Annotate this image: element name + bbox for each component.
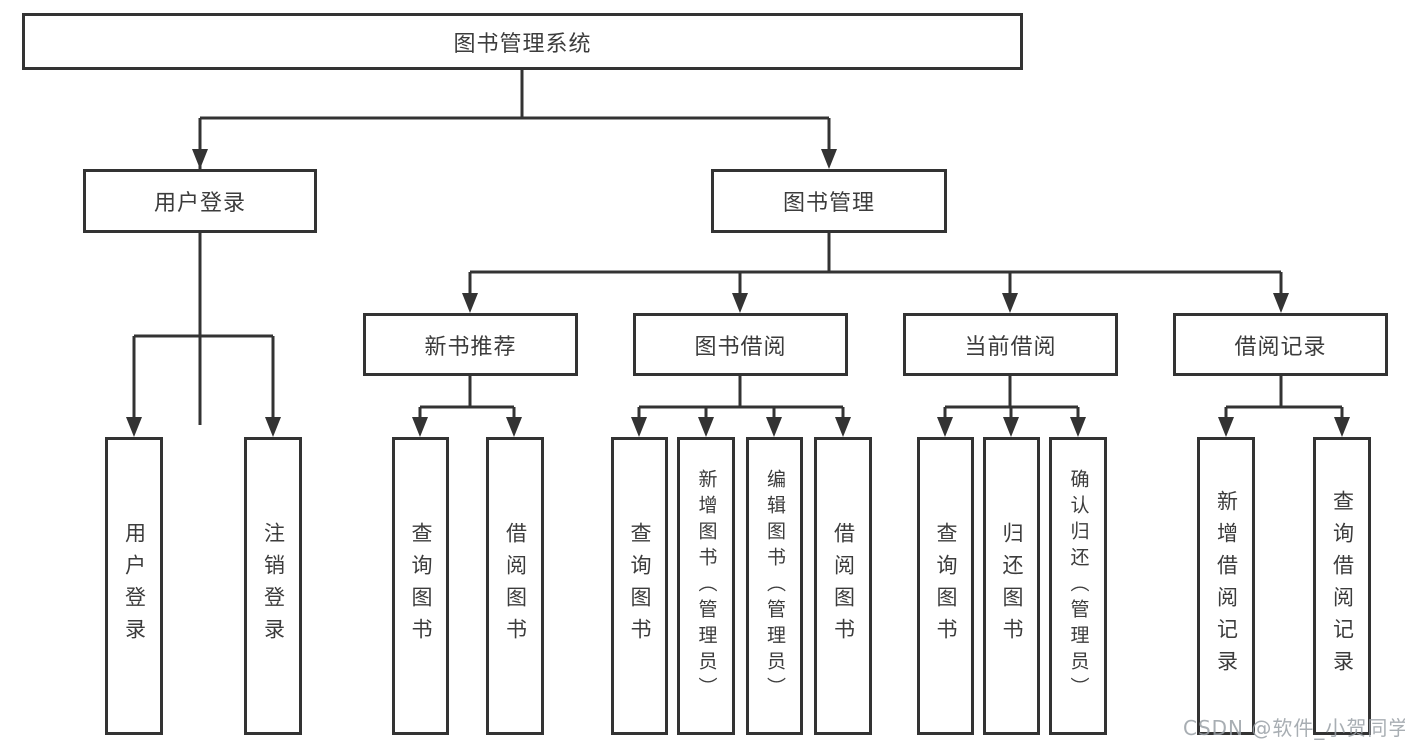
- arrowhead-nb-search: [412, 417, 428, 437]
- arrowhead-borrow-records: [1273, 293, 1289, 313]
- node-leaf-cb-confirm: 确认归还（管理员）: [1049, 437, 1107, 735]
- node-leaf-nb-search: 查询图书: [392, 437, 449, 735]
- node-leaf-bb-add-label: 新增图书（管理员）: [695, 469, 718, 703]
- node-leaf-cb-return-label: 归还图书: [1000, 522, 1024, 650]
- connector-root-to-level2: [192, 70, 837, 425]
- arrowhead-leaf-logout: [265, 417, 281, 437]
- node-leaf-cb-search-label: 查询图书: [934, 522, 958, 650]
- node-root: 图书管理系统: [22, 13, 1023, 70]
- node-book-mgmt-label: 图书管理: [782, 191, 875, 216]
- node-new-book-rec-label: 新书推荐: [424, 334, 517, 360]
- connector-book-mgmt-to-level3: [462, 233, 1289, 313]
- node-leaf-user-login: 用户登录: [105, 437, 163, 735]
- node-leaf-nb-borrow-label: 借阅图书: [503, 522, 528, 650]
- node-user-login-group-label: 用户登录: [153, 191, 246, 216]
- node-book-mgmt: 图书管理: [711, 169, 947, 233]
- arrowhead-leaf-user-login: [126, 417, 142, 437]
- node-leaf-nb-borrow: 借阅图书: [486, 437, 544, 735]
- node-root-label: 图书管理系统: [453, 31, 592, 57]
- arrowhead-cb-confirm: [1070, 417, 1086, 437]
- connector-book-borrow-to-leaves: [631, 376, 851, 437]
- node-leaf-br-search: 查询借阅记录: [1313, 437, 1371, 735]
- node-current-borrow: 当前借阅: [903, 313, 1118, 376]
- node-leaf-bb-borrow-label: 借阅图书: [831, 522, 856, 650]
- connector-line: [132, 233, 275, 425]
- node-leaf-br-add: 新增借阅记录: [1197, 437, 1255, 735]
- connector-new-book-to-leaves: [412, 376, 522, 437]
- node-leaf-logout-label: 注销登录: [261, 522, 286, 650]
- node-leaf-bb-search-label: 查询图书: [628, 522, 652, 650]
- node-leaf-bb-search: 查询图书: [611, 437, 668, 735]
- connector-line: [418, 376, 516, 425]
- node-leaf-nb-search-label: 查询图书: [409, 522, 433, 650]
- arrowhead-br-add: [1218, 417, 1234, 437]
- arrowhead-cb-search: [937, 417, 953, 437]
- node-user-login-group: 用户登录: [83, 169, 317, 233]
- node-leaf-bb-edit-label: 编辑图书（管理员）: [764, 469, 786, 703]
- node-leaf-cb-return: 归还图书: [983, 437, 1040, 735]
- arrowhead-br-search: [1334, 417, 1350, 437]
- node-leaf-bb-add: 新增图书（管理员）: [677, 437, 735, 735]
- arrowhead-user-login: [192, 149, 208, 169]
- node-leaf-bb-borrow: 借阅图书: [814, 437, 872, 735]
- node-leaf-br-search-label: 查询借阅记录: [1330, 490, 1355, 682]
- connector-line: [637, 376, 845, 425]
- arrowhead-cb-return: [1003, 417, 1019, 437]
- arrowhead-book-borrow: [732, 293, 748, 313]
- node-leaf-logout: 注销登录: [244, 437, 302, 735]
- arrowhead-nb-borrow: [506, 417, 522, 437]
- node-borrow-records-label: 借阅记录: [1234, 334, 1327, 360]
- connector-current-borrow-to-leaves: [937, 376, 1086, 437]
- node-book-borrow: 图书借阅: [633, 313, 848, 376]
- node-leaf-br-add-label: 新增借阅记录: [1214, 490, 1239, 682]
- connector-line: [1224, 376, 1344, 425]
- connector-line: [198, 70, 831, 425]
- node-current-borrow-label: 当前借阅: [964, 334, 1057, 360]
- arrowhead-new-book-rec: [462, 293, 478, 313]
- node-borrow-records: 借阅记录: [1173, 313, 1388, 376]
- arrowhead-bb-search: [631, 417, 647, 437]
- connector-line: [943, 376, 1080, 425]
- node-leaf-cb-confirm-label: 确认归还（管理员）: [1067, 469, 1090, 703]
- connector-user-login-to-leaves: [126, 233, 281, 437]
- arrowhead-bb-borrow: [835, 417, 851, 437]
- node-new-book-rec: 新书推荐: [363, 313, 578, 376]
- connector-line: [468, 233, 1283, 301]
- connector-borrow-records-to-leaves: [1218, 376, 1350, 437]
- arrowhead-bb-add: [698, 417, 714, 437]
- node-leaf-cb-search: 查询图书: [917, 437, 974, 735]
- node-book-borrow-label: 图书借阅: [694, 334, 787, 360]
- arrowhead-bb-edit: [766, 417, 782, 437]
- arrowhead-book-mgmt: [821, 149, 837, 169]
- node-leaf-user-login-label: 用户登录: [122, 522, 147, 650]
- node-leaf-bb-edit: 编辑图书（管理员）: [746, 437, 803, 735]
- arrowhead-current-borrow: [1002, 293, 1018, 313]
